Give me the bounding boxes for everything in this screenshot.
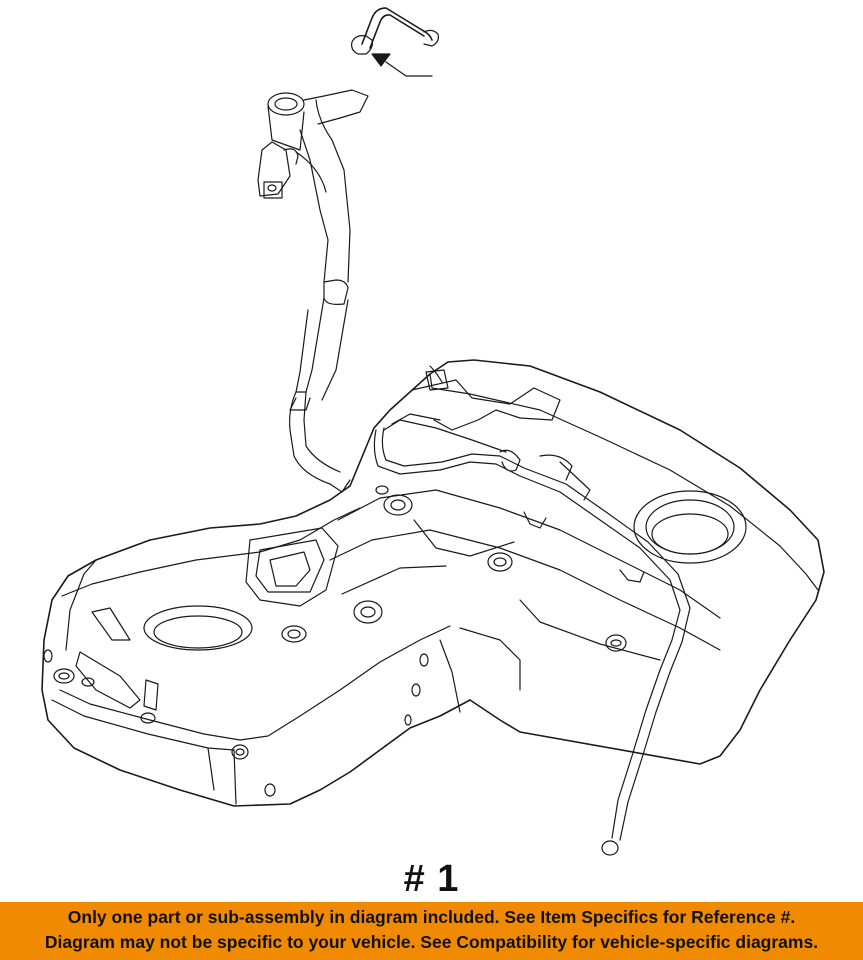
vent-hose-part xyxy=(351,7,439,77)
fuel-tank-diagram xyxy=(41,7,825,856)
part-number-label: # 1 xyxy=(403,858,460,900)
disclaimer-line-2: Diagram may not be specific to your vehi… xyxy=(44,932,819,952)
disclaimer-line-1: Only one part or sub-assembly in diagram… xyxy=(67,907,796,927)
filler-neck xyxy=(257,89,369,493)
disclaimer-banner: Only one part or sub-assembly in diagram… xyxy=(0,902,863,960)
vent-lines xyxy=(373,413,691,856)
fuel-tank-body xyxy=(41,359,825,807)
